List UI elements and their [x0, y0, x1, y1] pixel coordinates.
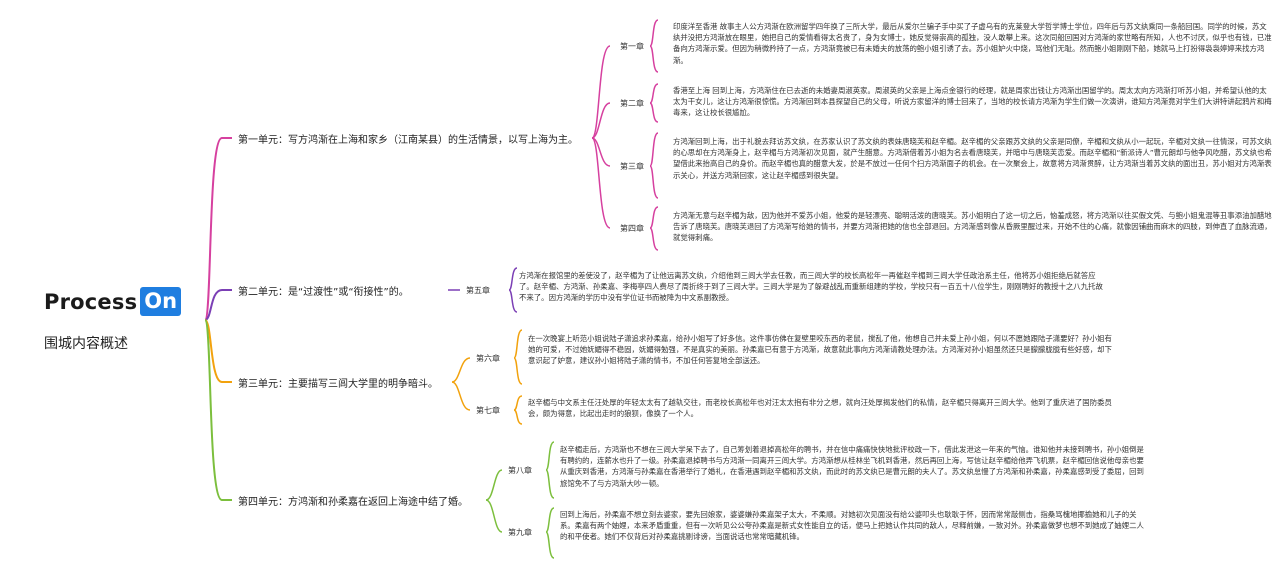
- chapter-1-topic[interactable]: 第一章: [620, 42, 644, 51]
- chapter-6-summary[interactable]: 在一次晚宴上听范小姐说陆子潇追求孙柔嘉，给孙小姐写了好多信。这件事仿佛在复壁里咬…: [528, 334, 1112, 366]
- logo-text: Process: [44, 289, 138, 314]
- chapter-5-summary[interactable]: 方鸿渐在报馆里的差使没了，赵辛楣为了让他远离苏文纨，介绍他到三闾大学去任教，而三…: [519, 271, 1103, 303]
- connector-root-unit4: [204, 319, 223, 501]
- connector-root-unit2: [204, 289, 223, 321]
- chapter-7-summary[interactable]: 赵辛楣与中文系主任汪处厚的年轻太太有了越轨交往，而老校长高松年也对汪太太抱有非分…: [528, 398, 1112, 419]
- chapter-6-topic[interactable]: 第六章: [476, 354, 500, 363]
- unit-3-topic[interactable]: 第三单元：主要描写三闾大学里的明争暗斗。: [238, 379, 438, 390]
- chapter-4-topic[interactable]: 第四章: [620, 224, 644, 233]
- chapter-1-summary[interactable]: 印度洋至香港 故事主人公方鸿渐在欧洲留学四年换了三所大学，最后从爱尔兰骗子手中买…: [673, 22, 1272, 65]
- chapter-3-summary[interactable]: 方鸿渐回到上海，出于礼貌去拜访苏文纨，在苏家认识了苏文纨的表妹唐晓芙和赵辛楣。赵…: [673, 137, 1272, 180]
- chapter-5-topic[interactable]: 第五章: [466, 286, 490, 295]
- chapter-4-summary[interactable]: 方鸿渐无意与赵辛楣为敌，因为他并不爱苏小姐，他爱的是轻漂亮、聪明活泼的唐晓芙。苏…: [673, 211, 1272, 243]
- chapter-2-summary[interactable]: 香港至上海 回到上海，方鸿渐住在已去逝的未婚妻周淑英家。周淑英的父亲是上海点金银…: [673, 86, 1272, 118]
- chapter-2-topic[interactable]: 第二章: [620, 99, 644, 108]
- chapter-7-topic[interactable]: 第七章: [476, 406, 500, 415]
- unit-1-topic[interactable]: 第一单元：写方鸿渐在上海和家乡（江南某县）的生活情景，以写上海为主。: [238, 135, 578, 146]
- connector-root-unit1: [204, 137, 223, 321]
- root-topic[interactable]: 围城内容概述: [44, 336, 128, 352]
- chapter-9-topic[interactable]: 第九章: [508, 528, 532, 537]
- chapter-3-topic[interactable]: 第三章: [620, 162, 644, 171]
- chapter-9-summary[interactable]: 回到上海后，孙柔嘉不想立刻去婆家，要先回娘家，婆婆嫌孙柔嘉架子太大，不柔顺。对她…: [560, 510, 1144, 542]
- chapter-8-topic[interactable]: 第八章: [508, 466, 532, 475]
- processon-logo: Process On: [44, 287, 182, 316]
- unit-2-topic[interactable]: 第二单元：是“过渡性”或“衔接性”的。: [238, 287, 409, 298]
- chapter-8-summary[interactable]: 赵辛楣走后，方鸿渐也不想在三闾大学呆下去了，自己筹划着退掉高松年的聘书，并在信中…: [560, 445, 1144, 488]
- logo-box: On: [140, 287, 182, 316]
- unit-4-topic[interactable]: 第四单元：方鸿渐和孙柔嘉在返回上海途中结了婚。: [238, 497, 468, 508]
